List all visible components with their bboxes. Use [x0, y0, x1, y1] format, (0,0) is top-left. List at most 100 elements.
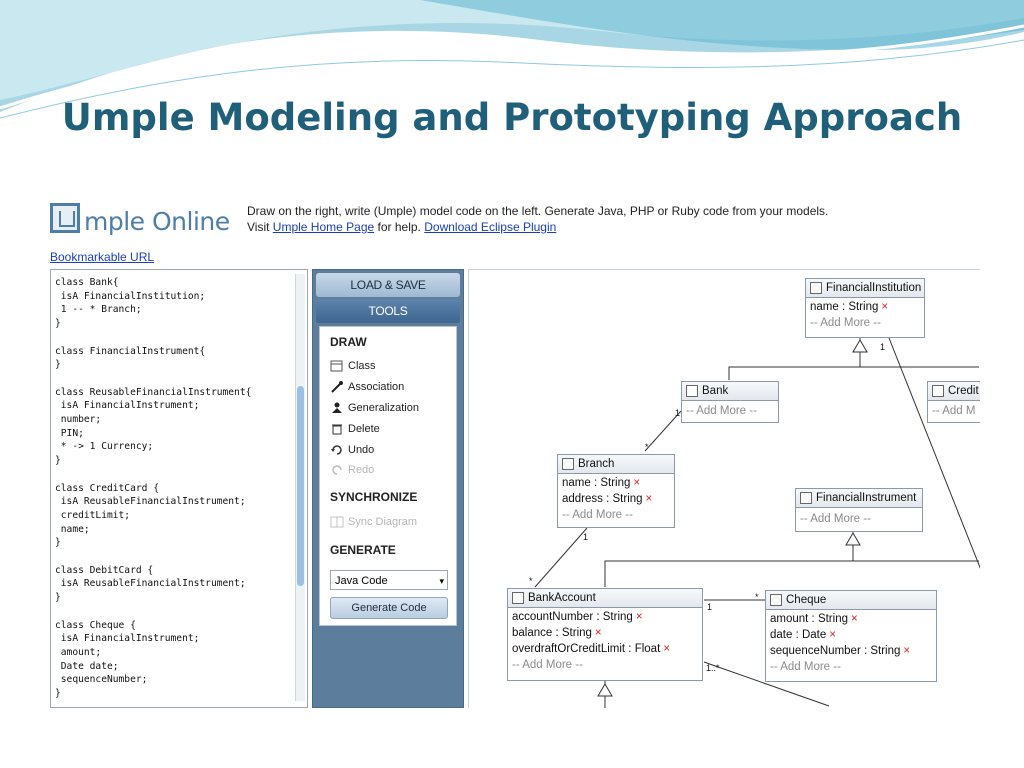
class-grid-icon — [512, 592, 524, 604]
multiplicity-label: * — [645, 442, 649, 452]
add-more-attribute[interactable]: -- Add More -- — [686, 405, 757, 417]
add-more-attribute[interactable]: -- Add More -- — [800, 513, 871, 525]
class-attribute[interactable]: address : String× — [562, 493, 653, 505]
remove-icon[interactable]: × — [645, 493, 653, 505]
add-more-attribute[interactable]: -- Add More -- — [512, 659, 583, 671]
umple-home-link[interactable]: Umple Home Page — [272, 220, 375, 234]
class-name: FinancialInstitution — [826, 282, 922, 294]
class-tool-label: Class — [348, 360, 376, 372]
class-tool[interactable]: Class — [330, 360, 376, 372]
generalization-tool[interactable]: Generalization — [330, 402, 419, 414]
sync-diagram-tool[interactable]: Sync Diagram — [330, 516, 417, 528]
synchronize-section-title: SYNCHRONIZE — [330, 490, 418, 504]
undo-icon — [331, 445, 342, 455]
load-save-button[interactable]: LOAD & SAVE — [316, 273, 460, 297]
multiplicity-label: 1 — [707, 602, 713, 612]
remove-icon[interactable]: × — [635, 611, 643, 623]
generate-language-select[interactable]: Java Code ▾ — [330, 570, 448, 590]
association-ba-lower — [703, 661, 830, 707]
code-scrollbar-thumb[interactable] — [297, 386, 304, 586]
association-bank-branch — [644, 410, 682, 452]
tools-header[interactable]: TOOLS — [316, 299, 460, 323]
sync-diagram-label: Sync Diagram — [348, 516, 418, 528]
multiplicity-label: 1 — [675, 408, 681, 418]
remove-icon[interactable]: × — [663, 643, 670, 655]
multiplicity-label: * — [755, 592, 759, 602]
class-name: Branch — [578, 458, 615, 470]
download-eclipse-link[interactable]: Download Eclipse Plugin — [424, 220, 557, 234]
class-attribute[interactable]: name : String× — [810, 301, 889, 313]
class-credit-card[interactable]: Credit -- Add M — [927, 381, 980, 423]
class-name: Cheque — [786, 594, 827, 606]
draw-section-title: DRAW — [330, 335, 367, 349]
class-branch[interactable]: Branch name : String× address : String× … — [557, 454, 675, 528]
add-more-attribute[interactable]: -- Add M — [932, 405, 976, 417]
umple-logo-icon — [50, 203, 80, 233]
uml-diagram-canvas[interactable]: FinancialInstitution name : String× -- A… — [468, 269, 980, 708]
class-name: Bank — [702, 385, 729, 397]
visit-prefix: Visit — [247, 220, 270, 234]
undo-tool-label: Undo — [348, 444, 375, 456]
add-more-attribute[interactable]: -- Add More -- — [770, 661, 841, 673]
generate-code-button[interactable]: Generate Code — [330, 597, 448, 619]
undo-tool[interactable]: Undo — [330, 444, 374, 456]
generate-section-title: GENERATE — [330, 543, 396, 557]
code-text[interactable]: class Bank{ isA FinancialInstitution; 1 … — [55, 277, 252, 700]
remove-icon[interactable]: × — [903, 645, 911, 657]
class-grid-icon — [770, 594, 782, 606]
class-attribute[interactable]: name : String× — [562, 477, 641, 489]
code-scrollbar[interactable] — [295, 274, 305, 701]
trash-icon — [332, 424, 342, 435]
remove-icon[interactable]: × — [850, 613, 858, 625]
class-name: Credit — [948, 385, 979, 397]
delete-tool[interactable]: Delete — [330, 423, 380, 435]
association-tool[interactable]: Association — [330, 381, 404, 393]
generate-select-value: Java Code — [335, 575, 388, 587]
class-financial-institution[interactable]: FinancialInstitution name : String× -- A… — [805, 278, 925, 338]
tools-sidebar: LOAD & SAVE TOOLS DRAW Class Association… — [312, 269, 464, 708]
remove-icon[interactable]: × — [829, 629, 836, 641]
redo-icon — [332, 465, 342, 475]
association-icon — [331, 381, 343, 393]
association-fi-cheque — [888, 337, 980, 569]
class-attribute[interactable]: sequenceNumber : String× — [770, 645, 911, 657]
class-attribute[interactable]: accountNumber : String× — [512, 611, 643, 623]
remove-icon[interactable]: × — [633, 477, 641, 489]
class-attribute[interactable]: overdraftOrCreditLimit : Float× — [512, 643, 670, 655]
inheritance-arrow-bankaccount — [597, 683, 613, 697]
add-more-attribute[interactable]: -- Add More -- — [810, 317, 881, 329]
class-attribute[interactable]: date : Date× — [770, 629, 836, 641]
slide-wave-decoration — [0, 0, 1024, 119]
class-grid-icon — [800, 492, 812, 504]
class-attribute[interactable]: amount : String× — [770, 613, 858, 625]
diagram-connectors — [534, 337, 980, 708]
class-name: FinancialInstrument — [816, 492, 917, 504]
multiplicity-label: 1 — [880, 342, 886, 352]
class-name: BankAccount — [528, 592, 596, 604]
generalization-ba-fi — [604, 531, 854, 587]
class-grid-icon — [562, 458, 574, 470]
class-financial-instrument[interactable]: FinancialInstrument -- Add More -- — [795, 488, 923, 532]
class-bank[interactable]: Bank -- Add More -- — [681, 381, 779, 423]
tools-panel: DRAW Class Association Generalization De… — [319, 326, 457, 626]
multiplicity-label: 1..* — [706, 663, 720, 673]
chevron-down-icon: ▾ — [439, 576, 444, 586]
remove-icon[interactable]: × — [881, 301, 889, 313]
association-branch-bankaccount — [534, 527, 588, 588]
generalization-tool-label: Generalization — [348, 402, 419, 414]
bookmarkable-url-link[interactable]: Bookmarkable URL — [50, 250, 155, 264]
inheritance-arrow-fi — [852, 339, 868, 353]
add-more-attribute[interactable]: -- Add More -- — [562, 509, 633, 521]
class-bank-account[interactable]: BankAccount accountNumber : String× bala… — [507, 588, 703, 681]
delete-tool-label: Delete — [348, 423, 380, 435]
inheritance-arrow-fin-instrument — [845, 532, 861, 546]
class-attribute[interactable]: balance : String× — [512, 627, 602, 639]
generalization-icon — [332, 402, 342, 413]
umple-code-editor[interactable]: class Bank{ isA FinancialInstitution; 1 … — [50, 269, 308, 708]
slide-title: Umple Modeling and Prototyping Approach — [61, 96, 963, 139]
remove-icon[interactable]: × — [594, 627, 602, 639]
sync-icon — [330, 516, 344, 528]
logo-text: mple Online — [84, 207, 230, 236]
redo-tool[interactable]: Redo — [330, 464, 374, 476]
class-cheque[interactable]: Cheque amount : String× date : Date× seq… — [765, 590, 937, 682]
